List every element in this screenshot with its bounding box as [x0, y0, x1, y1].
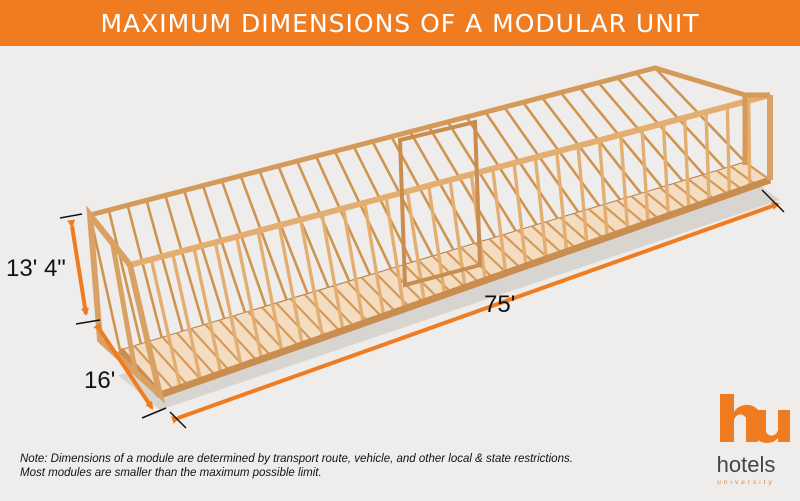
dim-width-tick [141, 407, 167, 419]
dim-height-label: 13' 4" [6, 255, 66, 282]
front-wall-stud [746, 100, 752, 188]
dim-length-tick-left [169, 411, 187, 429]
dim-length-label: 75' [484, 291, 515, 318]
footnote: Note: Dimensions of a module are determi… [20, 452, 640, 480]
back-wall-stud [484, 111, 559, 220]
back-wall-stud [239, 175, 288, 301]
back-wall-stud [126, 204, 163, 338]
brand-logo: hotels university [700, 390, 792, 498]
logo-subtitle: university [717, 479, 775, 486]
dim-length-tick-right [761, 189, 785, 213]
page-title: MAXIMUM DIMENSIONS OF A MODULAR UNIT [100, 8, 700, 38]
footnote-line-1: Note: Dimensions of a module are determi… [20, 453, 573, 465]
dim-length-arrow [171, 202, 780, 424]
back-wall-stud [107, 209, 143, 345]
dim-width-label: 16' [84, 367, 115, 394]
title-banner: MAXIMUM DIMENSIONS OF A MODULAR UNIT [0, 0, 800, 46]
footnote-line-2: Most modules are smaller than the maximu… [20, 467, 322, 479]
front-wall-stud [725, 106, 732, 195]
end-wall [86, 205, 166, 404]
logo-wordmark: hotels [716, 452, 776, 477]
front-bottom-plate [158, 176, 772, 399]
back-wall-stud [503, 106, 580, 213]
floor-joist [730, 165, 757, 186]
front-wall-stud [682, 117, 691, 209]
dim-height-tick-top [59, 213, 83, 219]
front-wall-stud [661, 123, 671, 216]
hu-monogram-icon [720, 394, 790, 443]
dim-height-arrow [67, 219, 90, 316]
dim-height-tick-bottom [75, 319, 101, 325]
back-wall-stud [522, 101, 601, 207]
back-top-plate [89, 65, 746, 218]
front-wall-stud [704, 111, 711, 202]
dim-width-arrow [93, 322, 154, 410]
back-wall-stud [540, 96, 622, 201]
